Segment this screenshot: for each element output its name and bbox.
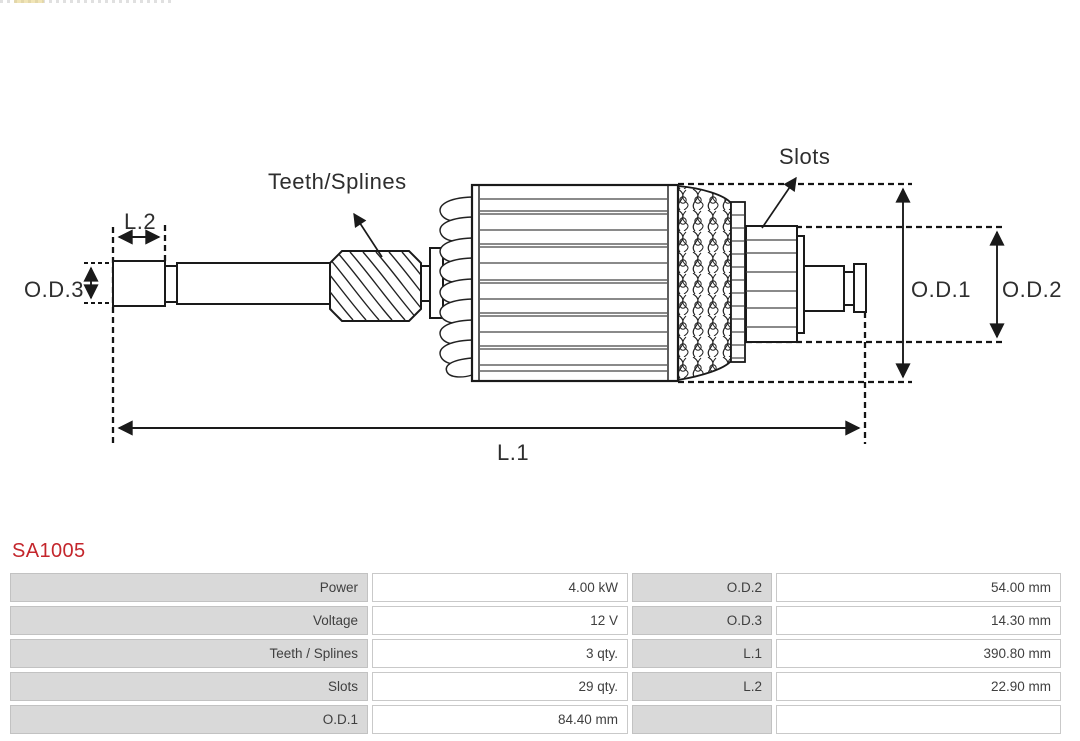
spec-label: L.1 — [632, 639, 772, 668]
dimension-arrows — [83, 187, 1005, 436]
page-edge-artifact — [0, 0, 172, 3]
spec-label: Power — [10, 573, 368, 602]
spec-label: Voltage — [10, 606, 368, 635]
spec-value: 390.80 mm — [776, 639, 1061, 668]
spec-label: Slots — [10, 672, 368, 701]
spec-value: 54.00 mm — [776, 573, 1061, 602]
spec-value — [776, 705, 1061, 734]
label-teeth-splines: Teeth/Splines — [268, 169, 407, 194]
label-l2: L.2 — [124, 209, 156, 234]
armature-diagram: Teeth/Splines Slots L.2 O.D.3 O.D.1 O.D.… — [24, 144, 1062, 465]
label-od3: O.D.3 — [24, 277, 84, 302]
spec-value: 4.00 kW — [372, 573, 628, 602]
spec-row: Teeth / Splines 3 qty. L.1 390.80 mm — [10, 639, 1061, 668]
armature-core — [470, 183, 680, 383]
spec-row: Voltage 12 V O.D.3 14.30 mm — [10, 606, 1061, 635]
commutator — [745, 225, 798, 343]
spec-value: 3 qty. — [372, 639, 628, 668]
spec-value: 12 V — [372, 606, 628, 635]
label-l1: L.1 — [497, 440, 529, 465]
part-number: SA1005 — [12, 540, 86, 562]
label-slots: Slots — [779, 144, 830, 169]
page-edge-artifact-color — [14, 0, 44, 3]
spec-row: O.D.1 84.40 mm — [10, 705, 1061, 734]
spec-value: 29 qty. — [372, 672, 628, 701]
spec-label: O.D.3 — [632, 606, 772, 635]
armature-diagram-svg: Teeth/Splines Slots L.2 O.D.3 O.D.1 O.D.… — [24, 144, 1062, 465]
shaft-connector — [420, 247, 444, 319]
spec-value: 14.30 mm — [776, 606, 1061, 635]
shaft-right-end — [796, 235, 867, 334]
label-od2: O.D.2 — [1002, 277, 1062, 302]
spec-value: 22.90 mm — [776, 672, 1061, 701]
winding-end-right — [677, 185, 732, 382]
spec-value: 84.40 mm — [372, 705, 628, 734]
callout-arrows — [353, 176, 797, 258]
teeth-splines-block — [329, 250, 422, 322]
commutator-riser — [730, 201, 746, 363]
spec-label — [632, 705, 772, 734]
spec-label: L.2 — [632, 672, 772, 701]
spec-row: Power 4.00 kW O.D.2 54.00 mm — [10, 573, 1061, 602]
spec-label: O.D.1 — [10, 705, 368, 734]
spec-row: Slots 29 qty. L.2 22.90 mm — [10, 672, 1061, 701]
spec-table: Power 4.00 kW O.D.2 54.00 mm Voltage 12 … — [6, 569, 1065, 738]
label-od1: O.D.1 — [911, 277, 971, 302]
spec-label: O.D.2 — [632, 573, 772, 602]
spec-label: Teeth / Splines — [10, 639, 368, 668]
shaft-left-end — [112, 260, 331, 307]
winding-end-left — [439, 196, 473, 378]
